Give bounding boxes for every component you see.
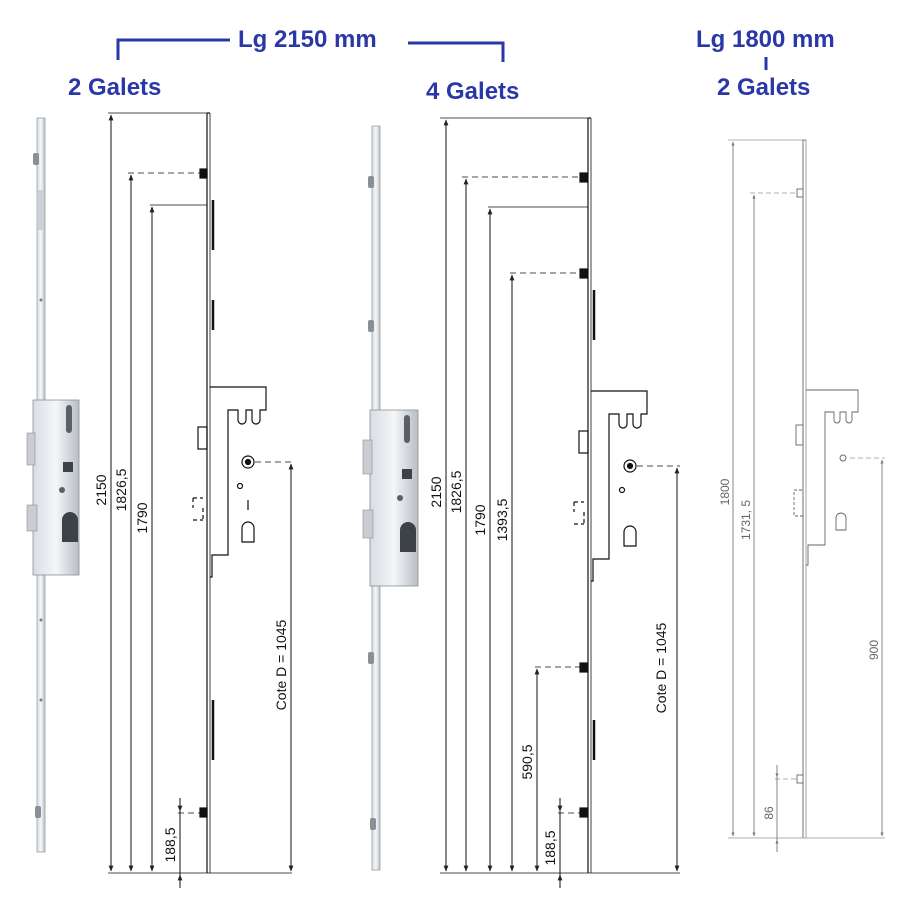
- middle-dim-mid-roller: 1393,5: [494, 498, 510, 541]
- middle-panel-label: 4 Galets: [426, 78, 520, 105]
- middle-lock-photo: [362, 125, 419, 871]
- middle-dim-upper-roller: 1826,5: [448, 470, 464, 513]
- right-dim-upper-roller: 1731, 5: [739, 500, 753, 540]
- middle-dim-cote: Cote D = 1045: [653, 622, 669, 713]
- right-panel-label: 2 Galets: [717, 74, 811, 101]
- right-dim-total: 1800: [718, 478, 732, 505]
- right-technical-drawing: [728, 139, 885, 852]
- middle-dim-lower-roller: 188,5: [542, 830, 558, 865]
- left-dim-upper-hook: 1790: [134, 502, 150, 533]
- left-dim-lower-roller: 188,5: [162, 827, 178, 862]
- left-dim-total: 2150: [93, 474, 109, 505]
- length-1800-title: Lg 1800 mm: [696, 26, 835, 53]
- length-bracket: [116, 38, 768, 70]
- left-panel-label: 2 Galets: [68, 74, 162, 101]
- right-dim-lower-roller: 86: [762, 806, 776, 820]
- length-2150-title: Lg 2150 mm: [238, 26, 377, 53]
- left-lock-photo: [26, 117, 80, 853]
- middle-dim-lower-mid-roller: 590,5: [519, 744, 535, 779]
- left-technical-drawing: [108, 112, 294, 888]
- left-dim-upper-roller: 1826,5: [113, 468, 129, 511]
- right-dim-cote: 900: [867, 640, 881, 660]
- middle-dim-total: 2150: [428, 476, 444, 507]
- middle-technical-drawing: [440, 117, 680, 888]
- left-dim-cote: Cote D = 1045: [273, 619, 289, 710]
- middle-dim-upper-hook: 1790: [472, 504, 488, 535]
